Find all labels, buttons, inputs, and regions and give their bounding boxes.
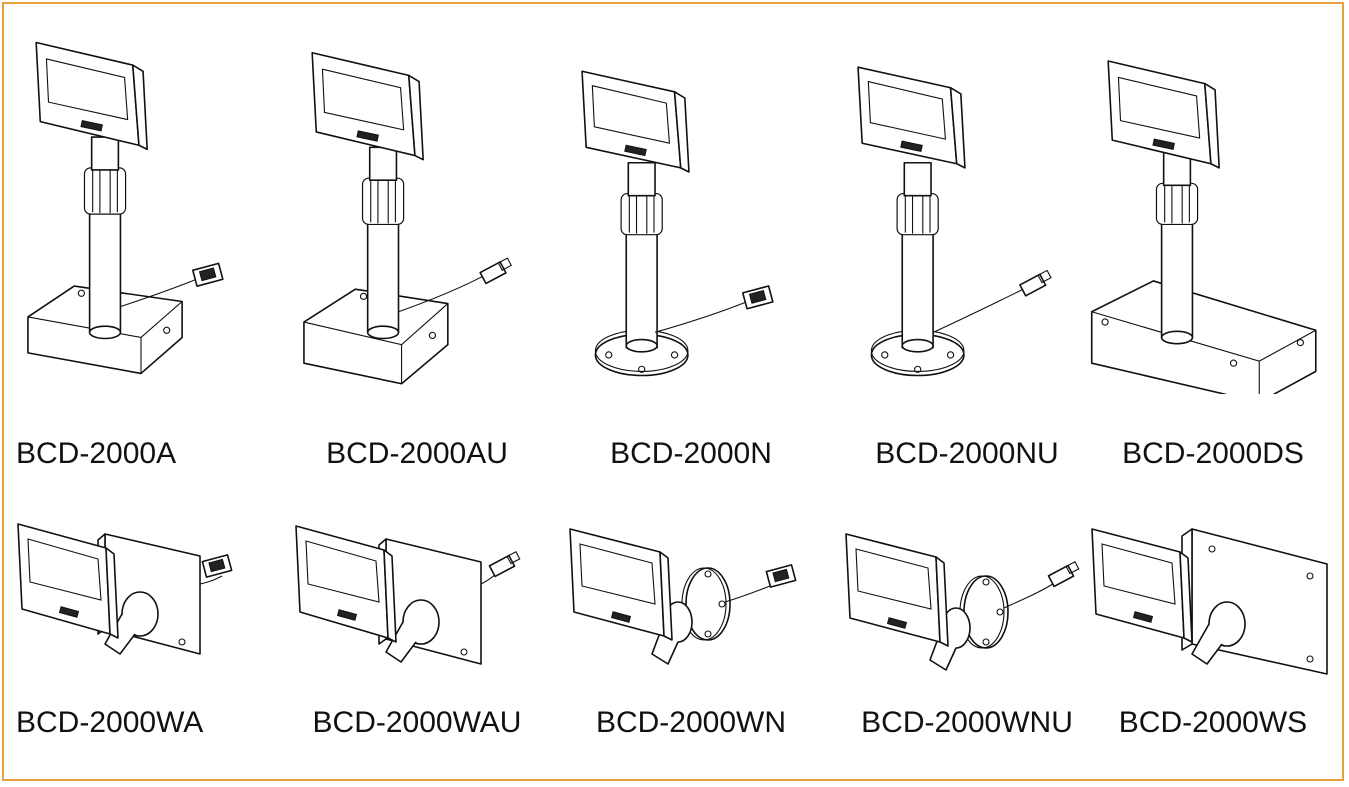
- model-bcd-2000wnu: BCD-2000WNU: [836, 504, 1098, 774]
- model-bcd-2000n: BCD-2000N: [560, 24, 822, 494]
- model-bcd-2000wa: BCD-2000WA: [10, 504, 272, 774]
- model-label: BCD-2000DS: [1122, 437, 1304, 470]
- pole-display-flange-usb-illustration: [836, 24, 1098, 394]
- pole-display-stand-serial-illustration: [10, 24, 272, 394]
- model-label: BCD-2000A: [16, 437, 177, 470]
- pole-display-flange-serial-illustration: [560, 24, 822, 394]
- wall-flange-display-serial-illustration: [560, 504, 822, 684]
- model-label: BCD-2000AU: [326, 437, 508, 470]
- model-bcd-2000wau: BCD-2000WAU: [286, 504, 548, 774]
- model-label: BCD-2000WNU: [861, 706, 1073, 739]
- wall-mount-display-wide-illustration: [1082, 504, 1344, 684]
- pole-display-wide-stand-illustration: [1082, 24, 1344, 394]
- model-label: BCD-2000WAU: [312, 706, 522, 739]
- model-bcd-2000au: BCD-2000AU: [286, 24, 548, 494]
- model-bcd-2000ds: BCD-2000DS: [1082, 24, 1344, 494]
- model-bcd-2000nu: BCD-2000NU: [836, 24, 1098, 494]
- model-bcd-2000wn: BCD-2000WN: [560, 504, 822, 774]
- model-label: BCD-2000WS: [1118, 706, 1308, 739]
- wall-mount-display-serial-illustration: [10, 504, 272, 684]
- model-label: BCD-2000WA: [16, 706, 204, 739]
- wall-flange-display-usb-illustration: [836, 504, 1098, 684]
- wall-mount-display-usb-illustration: [286, 504, 548, 684]
- model-label: BCD-2000N: [610, 437, 772, 470]
- pole-display-stand-usb-illustration: [286, 24, 548, 394]
- model-label: BCD-2000WN: [595, 706, 787, 739]
- model-bcd-2000ws: BCD-2000WS: [1082, 504, 1344, 774]
- model-label: BCD-2000NU: [875, 437, 1059, 470]
- model-bcd-2000a: BCD-2000A: [10, 24, 272, 494]
